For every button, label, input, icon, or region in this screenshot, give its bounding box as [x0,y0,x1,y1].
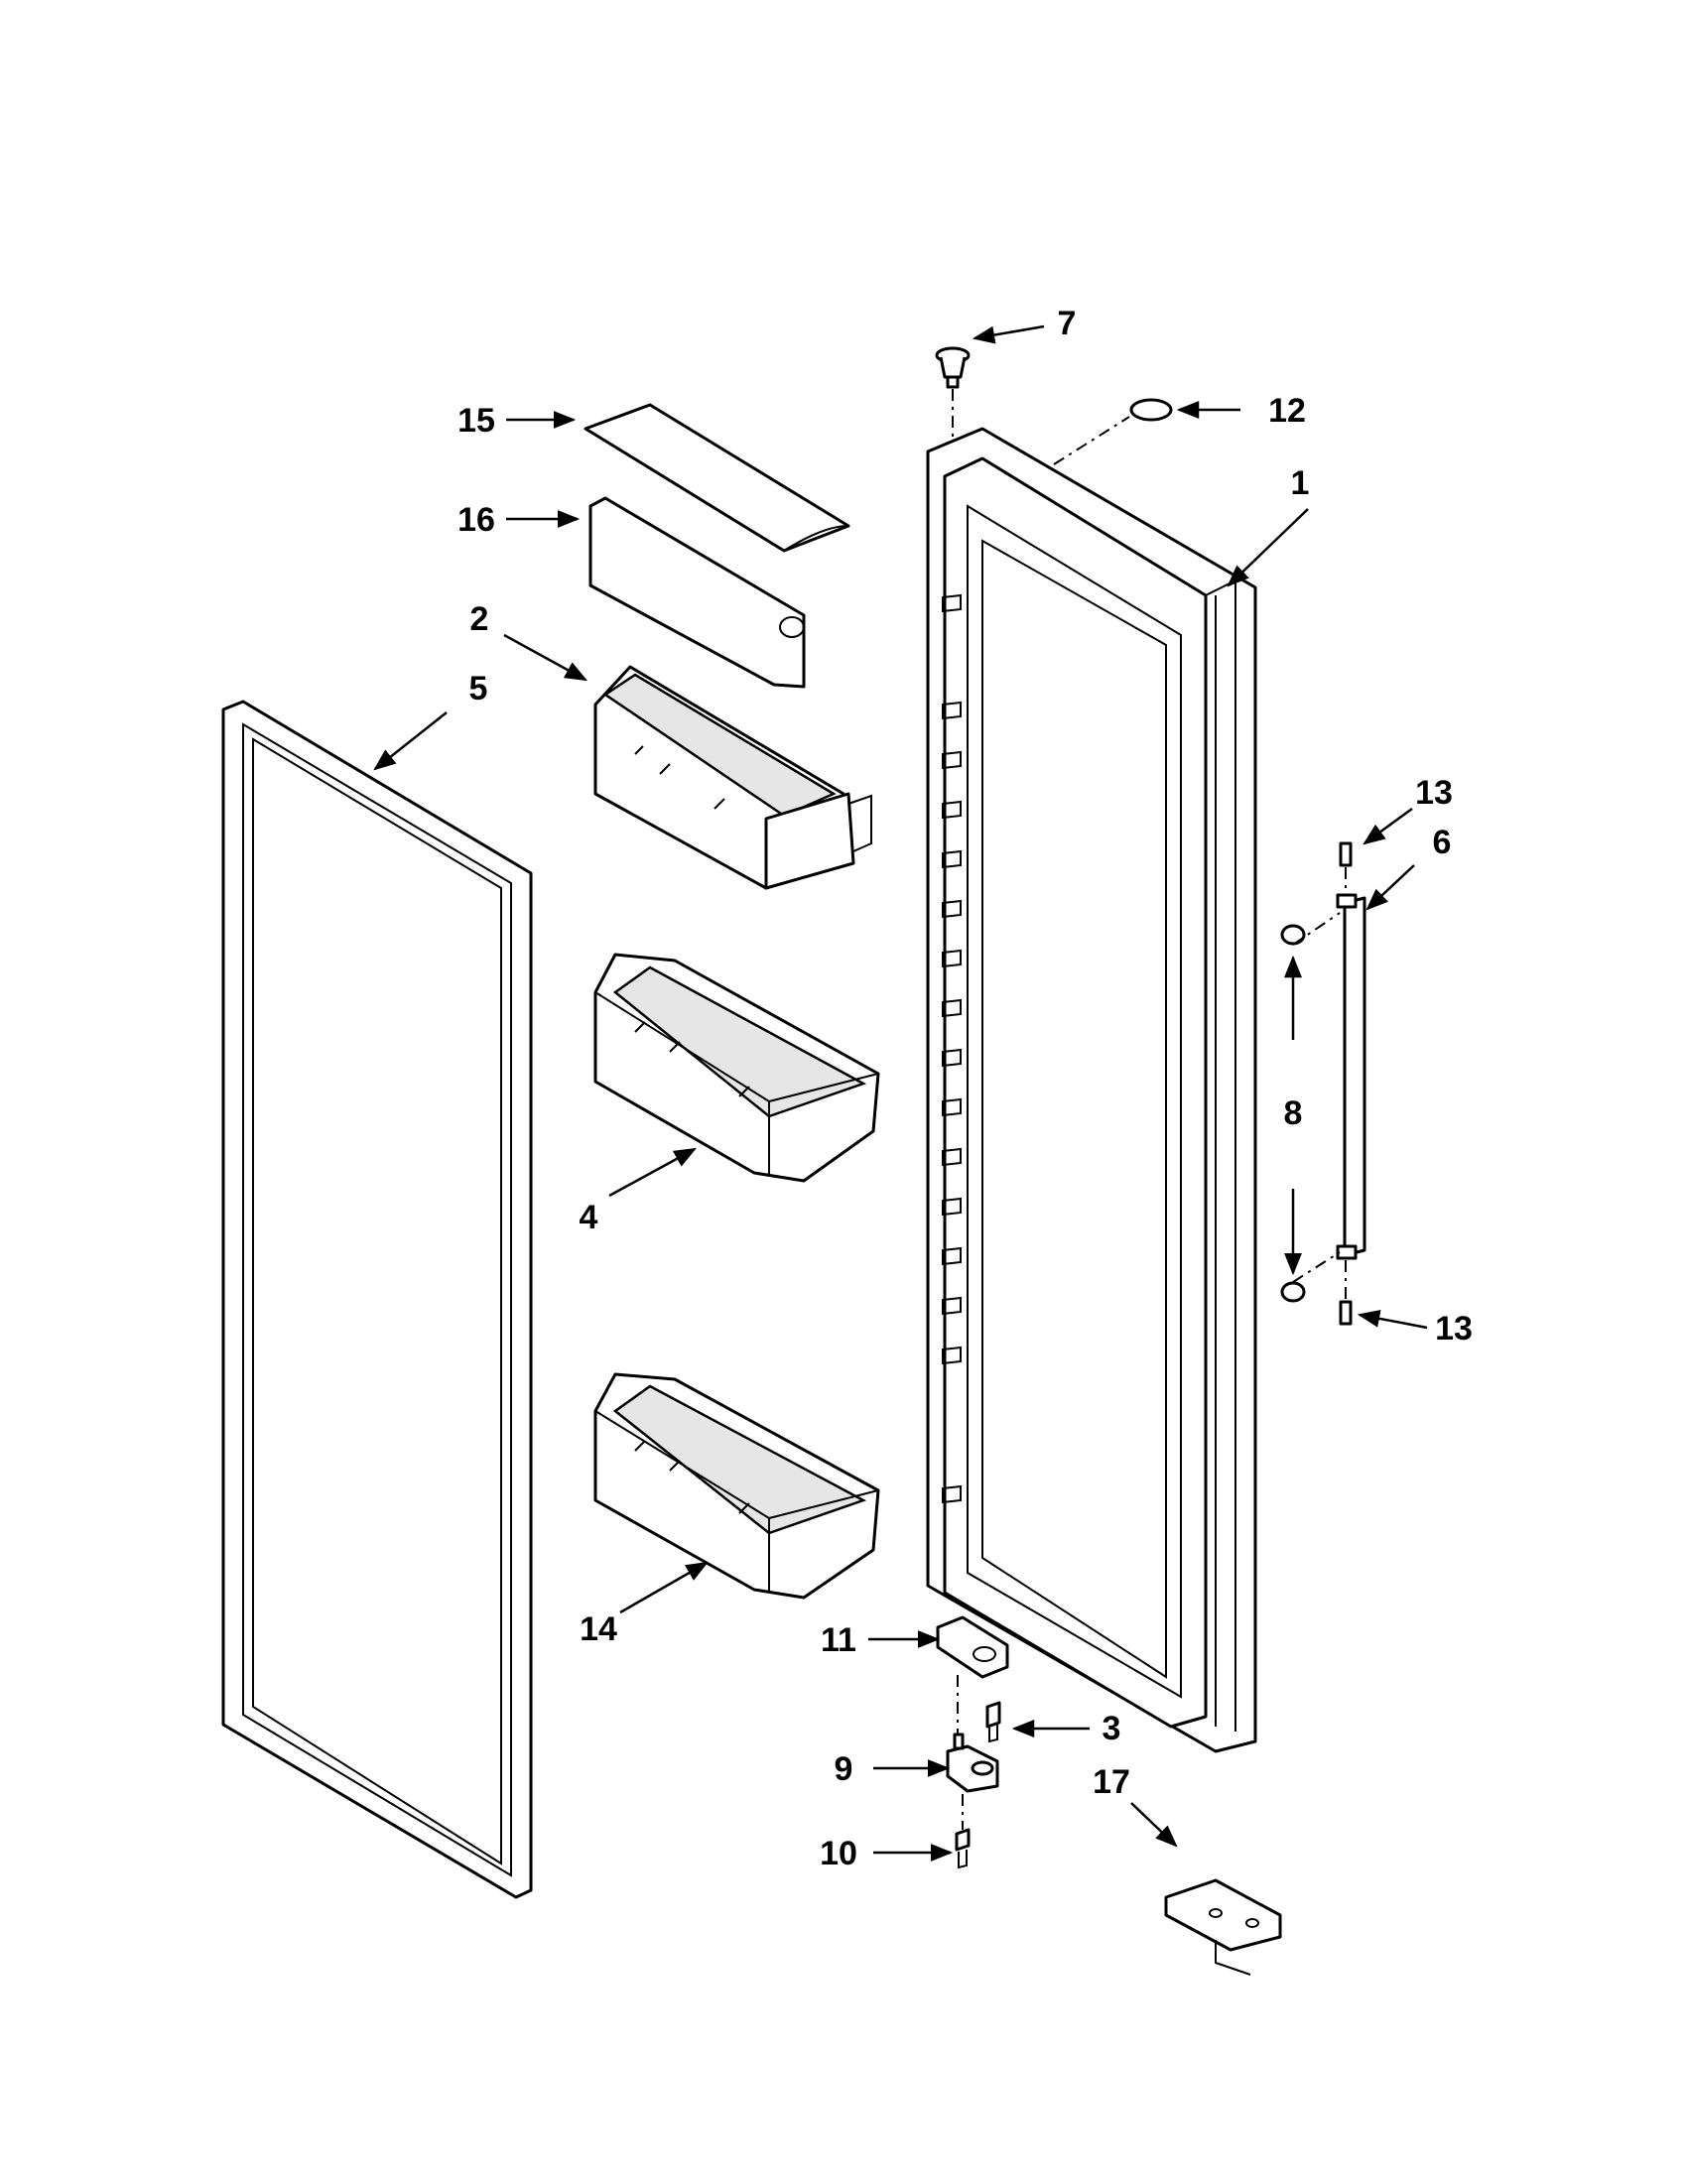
callout-9: 9 [835,1750,853,1788]
callout-7: 7 [1058,305,1077,342]
callout-4: 4 [580,1199,598,1236]
door-assembly [926,427,1257,1753]
door-bin-middle [593,953,880,1183]
alignment-lines [952,389,1347,1830]
door-handle [1336,893,1366,1260]
callout-2: 2 [470,600,489,638]
callout-1: 1 [1291,464,1310,502]
callout-11: 11 [821,1621,856,1659]
callout-17: 17 [1093,1763,1130,1801]
shelf-support-tabs [942,593,962,1504]
handle-screw-top [1339,841,1353,867]
door-gasket [221,700,533,1899]
handle-spacer-bottom [1280,1281,1306,1303]
bin-trim [584,403,850,553]
bin-front [588,496,806,689]
callout-16: 16 [457,501,495,539]
callout-3: 3 [1103,1710,1121,1747]
callout-5: 5 [469,670,488,707]
hole-plug [1129,398,1173,422]
hinge-bolt [955,1828,971,1869]
callout-6: 6 [1433,824,1452,861]
callout-14: 14 [580,1610,617,1648]
callout-13-top: 13 [1415,774,1453,812]
bottom-hinge [946,1733,999,1793]
leader-lines [373,324,1428,1862]
callout-labels: 1 2 3 4 5 6 7 8 9 10 11 12 13 13 14 15 1… [457,305,1473,1872]
door-bin-lower [593,1372,880,1600]
handle-spacer-top [1280,924,1306,946]
callout-12: 12 [1268,392,1306,430]
callout-15: 15 [457,402,495,440]
callout-10: 10 [820,1835,857,1872]
covered-door-bin [593,665,872,890]
callout-8: 8 [1284,1094,1303,1132]
handle-screw-bottom [1339,1300,1353,1326]
hinge-bracket [1164,1878,1282,1976]
hinge-bushing [935,346,971,389]
hinge-screw [985,1701,1001,1743]
callout-13-bottom: 13 [1435,1310,1473,1348]
